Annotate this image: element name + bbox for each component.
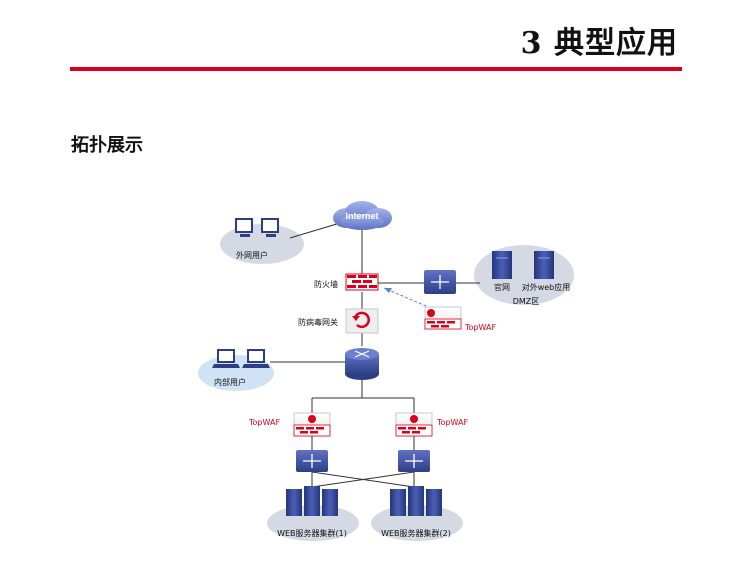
waf-dmz-icon — [424, 306, 462, 330]
server-external-web-label: 对外web应用 — [522, 282, 571, 292]
server-external-web-icon — [534, 251, 554, 279]
waf-mirror-arrowhead — [384, 288, 392, 293]
dmz-zone — [474, 245, 574, 305]
dmz-label: DMZ区 — [513, 297, 540, 306]
firewall-label: 防火墙 — [314, 279, 338, 289]
internet-label: Internet — [345, 211, 378, 221]
firewall-icon — [345, 273, 379, 291]
av-gateway-label: 防病毒网关 — [298, 317, 338, 327]
external-users-label: 外网用户 — [236, 250, 268, 260]
waf-left-icon — [293, 412, 331, 437]
cluster-1-servers-icon — [286, 486, 338, 516]
cluster-1-label: WEB服务器集群(1) — [277, 528, 347, 538]
page-title: 3 典型应用 — [520, 26, 678, 61]
dmz-switch-icon — [424, 270, 456, 294]
switch-right-icon — [398, 450, 430, 472]
section-heading: 拓扑展示 — [71, 135, 143, 156]
network-links — [270, 222, 480, 488]
cluster-2-servers-icon — [390, 486, 442, 516]
core-router-icon — [345, 348, 379, 380]
server-official-label: 官网 — [494, 282, 510, 292]
external-pc-icon — [235, 218, 279, 237]
waf-dmz-label: TopWAF — [464, 323, 496, 332]
waf-right-icon — [395, 412, 433, 437]
server-official-icon — [492, 251, 512, 279]
internal-laptop-icon — [212, 349, 270, 368]
switch-left-icon — [296, 450, 328, 472]
cluster-2-label: WEB服务器集群(2) — [381, 528, 451, 538]
av-gateway-icon — [345, 308, 379, 334]
waf-right-label: TopWAF — [436, 418, 468, 427]
title-divider — [70, 67, 682, 71]
internal-users-label: 内部用户 — [214, 377, 246, 387]
waf-left-label: TopWAF — [248, 418, 280, 427]
internet-cloud-icon — [333, 201, 392, 230]
